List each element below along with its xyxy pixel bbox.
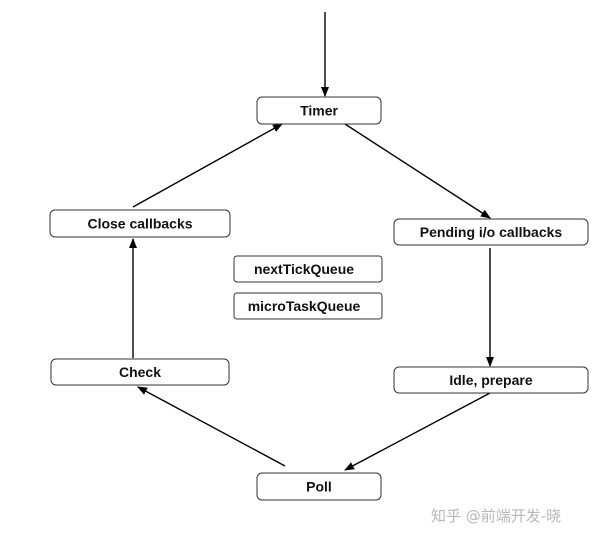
node-next-tick-label: nextTickQueue [254, 261, 354, 277]
node-check-label: Check [119, 364, 161, 380]
node-micro-task-queue: microTaskQueue [233, 292, 383, 320]
node-timer-label: Timer [300, 103, 338, 119]
node-idle-prepare: Idle, prepare [393, 366, 589, 394]
watermark: 知乎 @前端开发-晓 [431, 507, 562, 525]
node-poll: Poll [256, 472, 382, 501]
node-pending-label: Pending i/o callbacks [420, 224, 563, 240]
node-idle-label: Idle, prepare [449, 372, 532, 388]
arrow-close-to-timer [132, 123, 283, 208]
arrow-idle-to-poll [344, 392, 491, 471]
arrow-timer-to-pending [344, 123, 491, 219]
node-next-tick-queue: nextTickQueue [233, 255, 383, 283]
node-micro-task-label: microTaskQueue [248, 298, 361, 314]
arrow-poll-to-check [137, 386, 286, 467]
node-close-label: Close callbacks [87, 216, 192, 232]
node-poll-label: Poll [306, 479, 332, 495]
node-timer: Timer [256, 96, 382, 125]
node-pending-io-callbacks: Pending i/o callbacks [393, 218, 589, 246]
node-check: Check [50, 358, 230, 386]
node-close-callbacks: Close callbacks [49, 209, 231, 238]
